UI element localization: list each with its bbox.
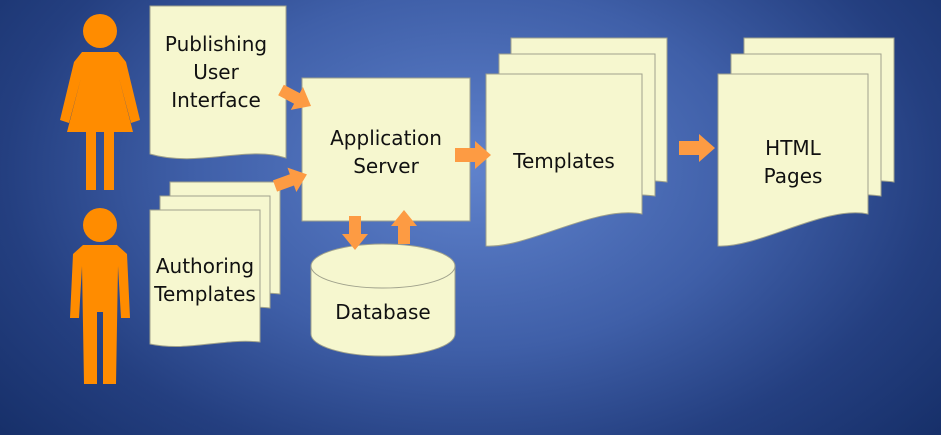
- database-cylinder: [310, 243, 456, 357]
- html-pages-shape: [717, 37, 895, 247]
- arrow-templates-to-html: [679, 134, 715, 162]
- templates-shape: [485, 37, 668, 247]
- application-server-box: [301, 77, 471, 222]
- authoring-templates-shape: [149, 181, 281, 347]
- application-server-label: Application Server: [330, 126, 442, 178]
- arrow-server-to-templates: [455, 141, 491, 169]
- arrow-authoring-to-server: [272, 167, 307, 193]
- woman-figure-icon: [60, 14, 140, 190]
- authoring-templates-label: Authoring Templates: [154, 254, 256, 306]
- man-figure-icon: [70, 208, 130, 384]
- html-pages-label: HTML Pages: [763, 136, 823, 188]
- arrow-database-to-server: [391, 210, 417, 244]
- publishing-ui-shape: [149, 5, 287, 160]
- templates-label: Templates: [513, 149, 615, 173]
- publishing-ui-label: Publishing User Interface: [164, 32, 268, 112]
- database-label: Database: [335, 300, 431, 324]
- arrow-publishing-to-server: [278, 84, 312, 110]
- arrow-server-to-database: [342, 216, 368, 250]
